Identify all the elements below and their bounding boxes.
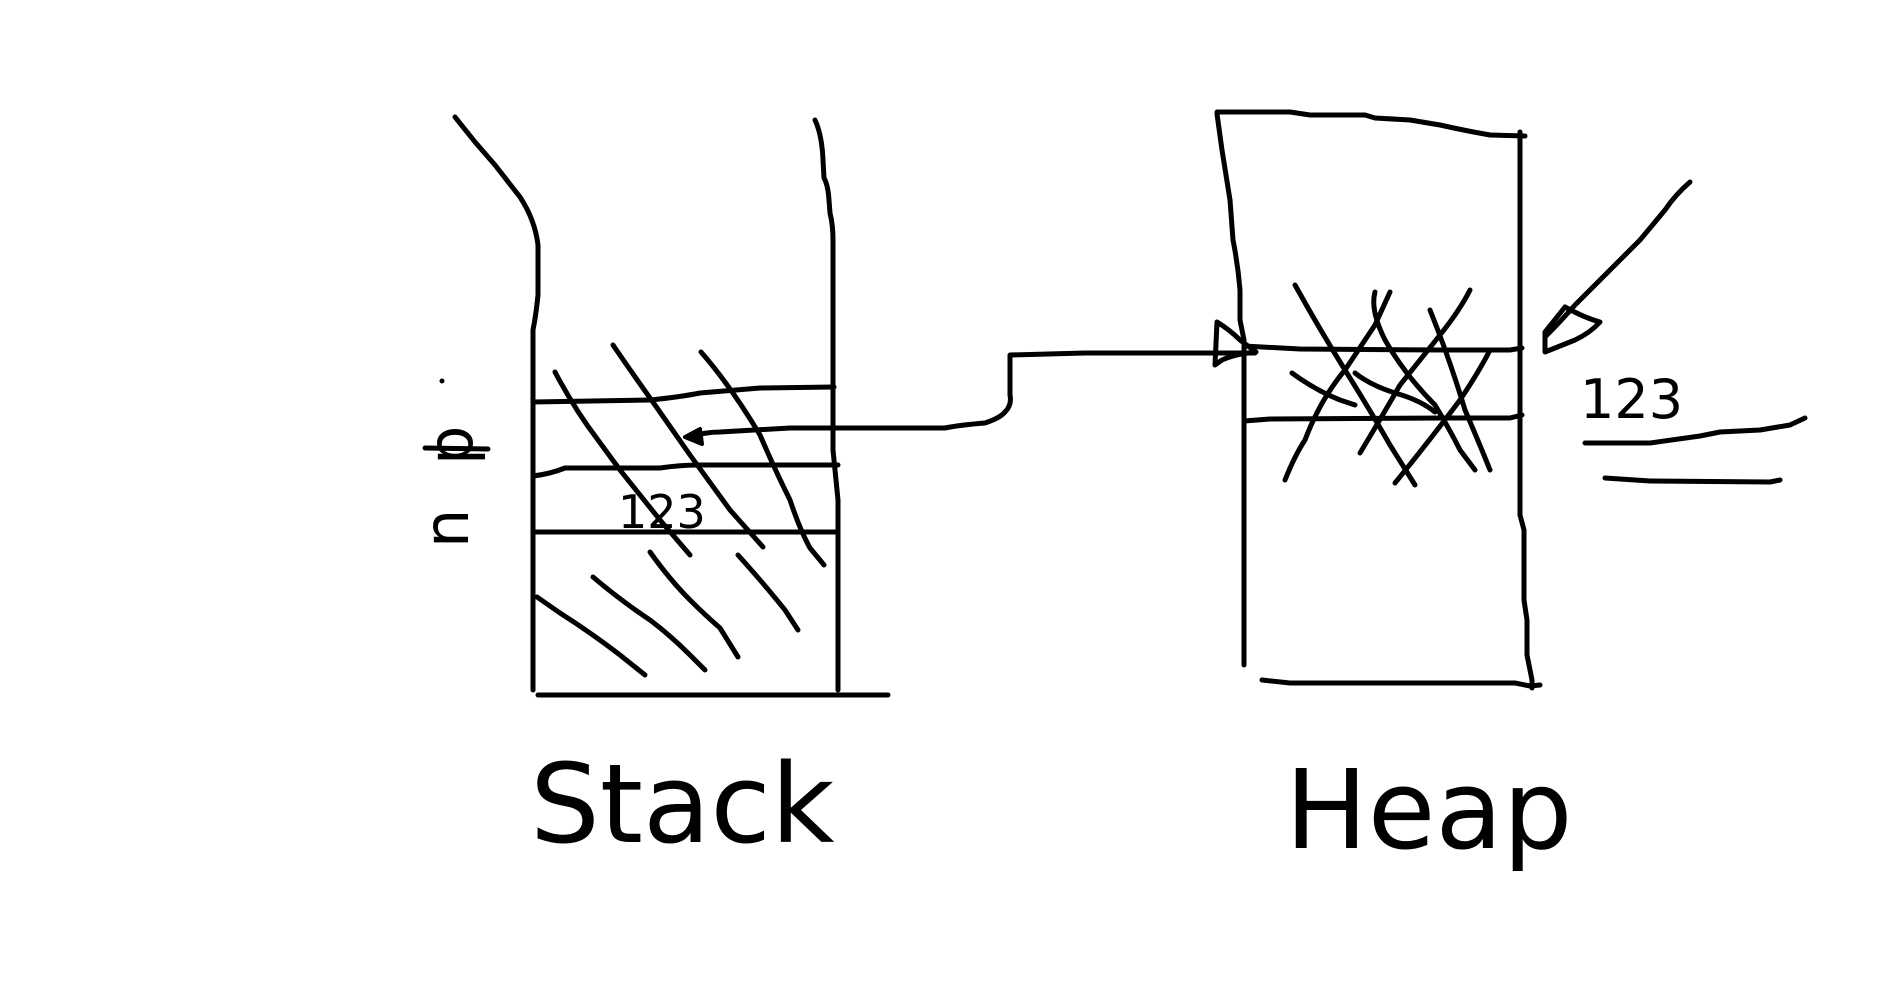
heap-cross-2	[1282, 289, 1393, 483]
stack-slot-line-2	[530, 462, 841, 479]
stack-container	[452, 114, 891, 698]
heap-bottom-line	[1259, 677, 1543, 689]
stack-hatch-5	[590, 574, 708, 673]
heap-right-wall	[1517, 129, 1535, 691]
heap-cross-7	[1289, 370, 1358, 408]
stack-right-wall	[812, 117, 841, 693]
heap-slot-line-1	[1241, 343, 1525, 353]
stack-hatch-7	[735, 552, 801, 633]
heap-value-underline-2	[1602, 475, 1783, 485]
stack-hatch-6	[647, 549, 741, 660]
heap-external-arrow-line	[1542, 179, 1693, 340]
stack-mark-dot	[439, 378, 445, 384]
heap-caption: Heap	[1285, 746, 1573, 874]
heap-value-underline-1	[1582, 415, 1808, 446]
heap-external-arrow-head	[1542, 304, 1603, 355]
stack-var-p-underline	[422, 445, 491, 452]
stack-slot-line-1	[530, 384, 837, 405]
stack-value-text: 123	[618, 485, 706, 539]
pointer-arrow-line	[687, 350, 1258, 440]
stack-hatch-3	[698, 349, 827, 568]
stack-var-p-label: p	[414, 426, 487, 465]
heap-left-wall	[1214, 111, 1247, 668]
stack-hatch-4	[534, 594, 648, 678]
heap-value-text: 123	[1580, 368, 1683, 431]
stack-hatch-1	[552, 369, 693, 558]
heap-top-line	[1214, 109, 1528, 139]
pointer-arrow-head	[1212, 319, 1259, 368]
heap-cross-6	[1392, 347, 1493, 486]
heap-container	[1214, 109, 1543, 691]
heap-cross-8	[1352, 370, 1438, 415]
heap-cross-4	[1357, 287, 1473, 456]
stack-left-wall	[452, 114, 541, 693]
stack-caption: Stack	[530, 740, 835, 868]
pointer-arrow-tail	[683, 427, 704, 446]
heap-cross-5	[1427, 307, 1493, 473]
stack-var-n-label: n	[410, 509, 483, 548]
stack-hatch-2	[610, 342, 766, 550]
heap-cross-3	[1371, 289, 1478, 473]
